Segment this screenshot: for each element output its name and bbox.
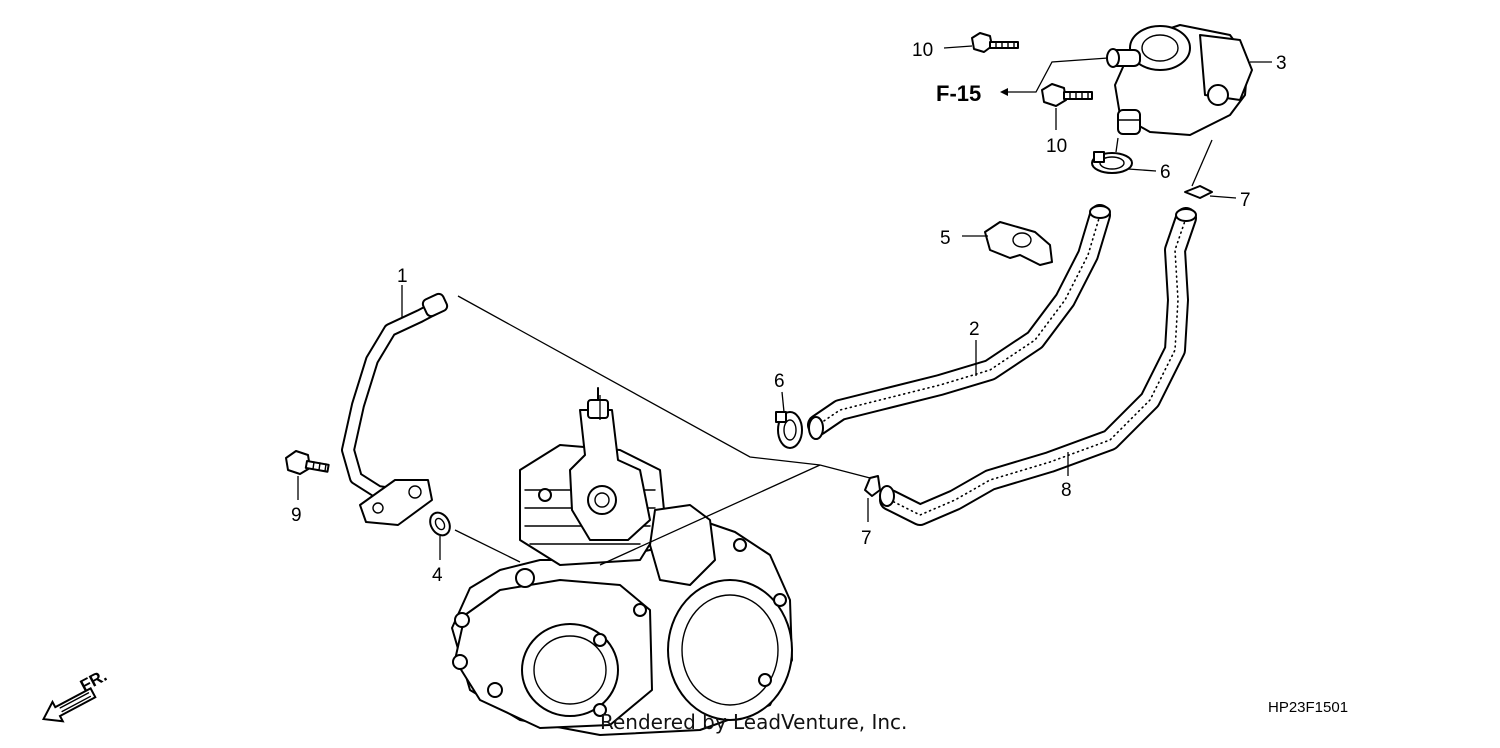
bracket-part-5 <box>984 221 1053 266</box>
bolt-part-10-top <box>971 32 1019 53</box>
callout-1: 1 <box>397 266 408 287</box>
air-valve-part-3 <box>1106 24 1253 136</box>
leader-lines <box>297 45 1272 566</box>
bolt-part-9 <box>285 450 330 475</box>
washer-part-4 <box>429 511 451 537</box>
reference-f15: F-15 <box>936 81 981 106</box>
callout-9: 9 <box>291 505 302 526</box>
callout-10-bottom: 10 <box>1046 136 1067 157</box>
hose-part-8 <box>879 207 1197 526</box>
callout-4: 4 <box>432 565 443 586</box>
clip-part-7-top <box>1184 185 1213 199</box>
clip-part-7-mid <box>864 475 881 497</box>
front-direction-indicator: FR. <box>41 666 110 723</box>
engine-assembly <box>451 387 793 736</box>
hose-part-2 <box>807 204 1111 440</box>
clamp-part-6-mid <box>775 411 803 449</box>
callout-8: 8 <box>1061 480 1072 501</box>
bolt-part-10-bottom <box>1041 83 1093 107</box>
callout-labels: 1 2 3 4 5 6 6 7 7 8 9 10 10 F-15 <box>291 40 1287 586</box>
callout-3: 3 <box>1276 53 1287 74</box>
callout-10-top: 10 <box>912 40 933 61</box>
render-credit: Rendered by LeadVenture, Inc. <box>600 710 907 734</box>
callout-2: 2 <box>969 319 980 340</box>
air-pipe-part-1 <box>341 292 449 526</box>
callout-7-top: 7 <box>1240 190 1251 211</box>
callout-7-mid: 7 <box>861 528 872 549</box>
diagram-code: HP23F1501 <box>1268 699 1348 716</box>
clamp-part-6-top <box>1091 151 1133 174</box>
callout-5: 5 <box>940 228 951 249</box>
callout-6-top: 6 <box>1160 162 1171 183</box>
front-arrow-icon <box>41 687 97 723</box>
callout-6-mid: 6 <box>774 371 785 392</box>
front-label: FR. <box>77 666 110 696</box>
